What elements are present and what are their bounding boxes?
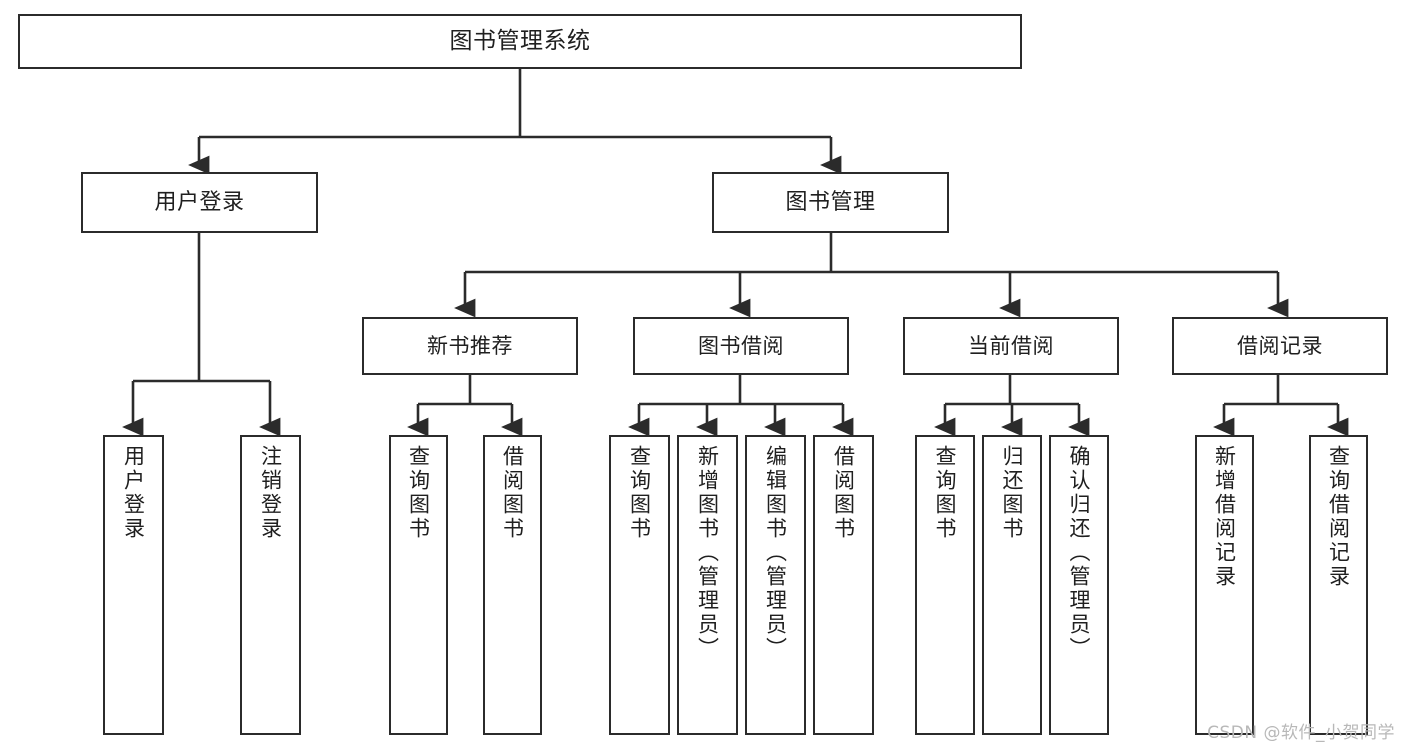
leaf-current-borrow-confirm-return-admin[interactable]: 确认归还（管理员） (1049, 435, 1109, 735)
node-label: 新增图书（管理员） (695, 445, 720, 661)
leaf-new-book-borrow-book[interactable]: 借阅图书 (483, 435, 542, 735)
watermark-csdn: CSDN @软件_小贺同学 (1207, 723, 1395, 743)
node-label: 借阅记录 (1237, 333, 1323, 358)
node-label: 借阅图书 (500, 445, 525, 541)
leaf-book-borrow-edit-book-admin[interactable]: 编辑图书（管理员） (745, 435, 806, 735)
node-user-login[interactable]: 用户登录 (81, 172, 318, 233)
leaf-current-borrow-query-book[interactable]: 查询图书 (915, 435, 975, 735)
node-borrow-record[interactable]: 借阅记录 (1172, 317, 1388, 375)
node-label: 用户登录 (121, 445, 146, 541)
leaf-book-borrow-borrow-book[interactable]: 借阅图书 (813, 435, 874, 735)
node-label: 新增借阅记录 (1212, 445, 1237, 589)
leaf-book-borrow-add-book-admin[interactable]: 新增图书（管理员） (677, 435, 738, 735)
node-label: 图书管理系统 (449, 27, 591, 54)
node-label: 图书管理 (785, 189, 876, 215)
node-label: 查询图书 (627, 445, 652, 541)
node-book-borrow[interactable]: 图书借阅 (633, 317, 849, 375)
node-label: 图书借阅 (698, 333, 784, 358)
leaf-borrow-record-add-record[interactable]: 新增借阅记录 (1195, 435, 1254, 735)
leaf-new-book-query-book[interactable]: 查询图书 (389, 435, 448, 735)
node-label: 确认归还（管理员） (1067, 445, 1092, 661)
leaf-user-login-logout[interactable]: 注销登录 (240, 435, 301, 735)
node-label: 借阅图书 (831, 445, 856, 541)
node-label: 新书推荐 (427, 333, 513, 358)
node-label: 注销登录 (258, 445, 283, 541)
node-label: 归还图书 (1000, 445, 1025, 541)
leaf-current-borrow-return-book[interactable]: 归还图书 (982, 435, 1042, 735)
node-label: 用户登录 (154, 189, 245, 215)
node-label: 查询图书 (406, 445, 431, 541)
leaf-book-borrow-query-book[interactable]: 查询图书 (609, 435, 670, 735)
node-current-borrow[interactable]: 当前借阅 (903, 317, 1119, 375)
node-root-book-management-system[interactable]: 图书管理系统 (18, 14, 1022, 69)
node-book-management[interactable]: 图书管理 (712, 172, 949, 233)
node-label: 当前借阅 (968, 333, 1054, 358)
node-label: 查询借阅记录 (1326, 445, 1351, 589)
node-new-book-recommend[interactable]: 新书推荐 (362, 317, 578, 375)
node-label: 编辑图书（管理员） (763, 445, 788, 661)
leaf-user-login-login[interactable]: 用户登录 (103, 435, 164, 735)
node-label: 查询图书 (933, 445, 958, 541)
leaf-borrow-record-query-record[interactable]: 查询借阅记录 (1309, 435, 1368, 735)
